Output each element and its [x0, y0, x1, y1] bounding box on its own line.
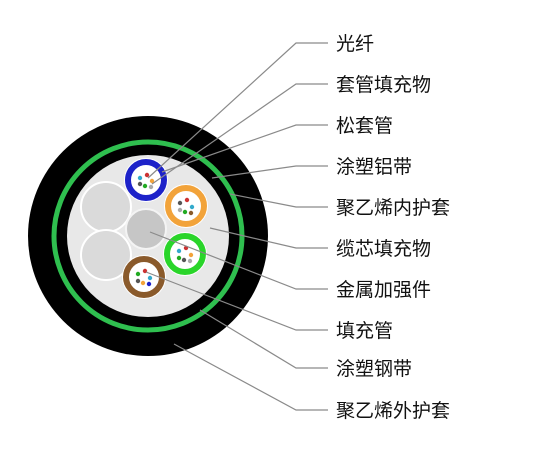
leader-line-optical-fiber	[147, 42, 328, 179]
label-loose-tube: 松套管	[336, 115, 393, 137]
leader-line-steel-tape	[199, 309, 328, 369]
label-plastic-coated-aluminum-tape: 涂塑铝带	[336, 156, 412, 178]
leader-line-inner-sheath	[229, 193, 328, 208]
leader-line-filler-tube	[145, 271, 328, 331]
loose-tube-orange	[164, 184, 208, 228]
leader-line-tube-filling	[151, 83, 328, 185]
label-core-filling-compound: 缆芯填充物	[336, 238, 431, 260]
filler-tube-top	[80, 181, 132, 233]
label-optical-fiber: 光纤	[336, 33, 374, 55]
label-tube-filling-compound: 套管填充物	[336, 74, 431, 96]
cable-cross-section	[28, 116, 268, 356]
label-filler-tube: 填充管	[336, 320, 393, 342]
loose-tube-green	[163, 232, 207, 276]
leader-line-aluminum-tape	[211, 165, 328, 179]
loose-tube-brown	[122, 255, 166, 299]
filler-tube-bottom	[80, 229, 132, 281]
label-pe-outer-sheath: 聚乙烯外护套	[336, 400, 450, 422]
leader-line-loose-tube	[161, 124, 328, 173]
leader-line-outer-sheath	[173, 343, 328, 411]
loose-tube-blue	[124, 158, 168, 202]
metal-strength-member	[125, 208, 167, 250]
labels: 光纤 套管填充物 松套管 涂塑铝带 聚乙烯内护套 缆芯填充物 金属加强件 填充管…	[336, 33, 450, 422]
label-pe-inner-sheath: 聚乙烯内护套	[336, 197, 450, 219]
leader-lines	[145, 42, 328, 411]
label-metal-strength-member: 金属加强件	[336, 279, 431, 301]
label-plastic-coated-steel-tape: 涂塑钢带	[336, 358, 412, 380]
leader-line-strength-member	[149, 231, 328, 290]
leader-line-core-fill	[209, 227, 328, 249]
